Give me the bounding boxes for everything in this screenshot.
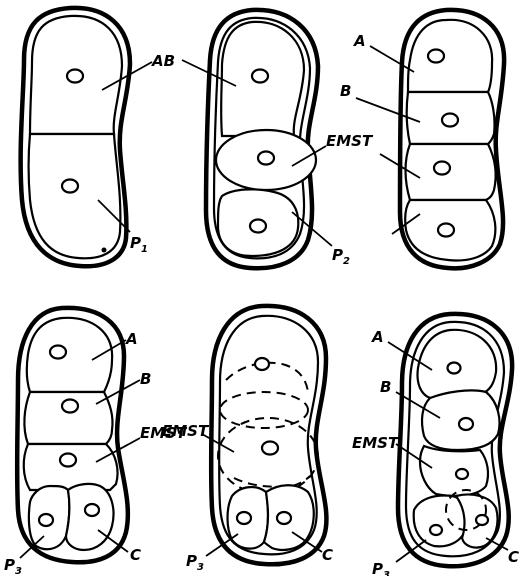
cell-a	[408, 20, 492, 92]
label-emst: EMST	[326, 132, 374, 150]
cell-c	[66, 484, 114, 550]
nucleus	[434, 162, 450, 175]
polar-body	[102, 248, 107, 253]
nucleus	[85, 504, 99, 516]
nucleus	[262, 442, 278, 455]
embryo-six-cell-rotated	[388, 314, 512, 566]
nucleus	[237, 512, 251, 524]
nucleus	[459, 418, 473, 430]
label-c: C	[130, 546, 141, 564]
nucleus	[438, 224, 454, 237]
nucleus	[428, 50, 444, 63]
label-a: A	[125, 330, 138, 348]
cell-emst	[420, 446, 488, 496]
label-p2: P2	[332, 246, 350, 267]
nucleus	[62, 180, 78, 193]
nucleus	[456, 469, 468, 479]
nucleus	[448, 363, 461, 374]
label-a: A	[371, 328, 384, 346]
label-c: C	[322, 546, 333, 564]
label-c: C	[508, 548, 519, 566]
nucleus	[60, 454, 76, 467]
label-a: A	[353, 32, 366, 50]
nucleus	[252, 70, 268, 83]
nucleus	[62, 400, 78, 413]
label-ab: AB	[151, 52, 175, 70]
embryo-six-cell	[17, 308, 140, 562]
label-p3: P3	[186, 552, 204, 573]
label-b: B	[140, 370, 151, 388]
nucleus	[277, 512, 291, 524]
label-b: B	[380, 378, 391, 396]
nucleus	[250, 220, 266, 233]
nucleus	[442, 114, 458, 127]
nucleus	[430, 525, 442, 535]
cell-emst	[406, 144, 496, 200]
nucleus	[39, 514, 53, 526]
leader-line	[370, 46, 414, 72]
embryo-three-cell	[182, 10, 332, 268]
label-p3: P3	[372, 560, 390, 576]
nucleus	[50, 346, 66, 359]
nucleus	[67, 70, 83, 83]
nucleus	[258, 152, 274, 165]
cell-p1	[29, 134, 121, 258]
embryo-four-cell	[356, 10, 504, 268]
label-emst: EMST	[162, 422, 210, 440]
nucleus	[255, 358, 269, 370]
nucleus	[476, 515, 488, 525]
embryo-six-cell-dashed	[202, 306, 326, 564]
label-emst: EMST	[352, 434, 400, 452]
embryo-two-cell	[21, 8, 152, 266]
label-p3: P3	[4, 556, 22, 576]
cell-p3	[414, 496, 467, 547]
label-b: B	[340, 82, 351, 100]
label-p1: P1	[130, 234, 148, 255]
